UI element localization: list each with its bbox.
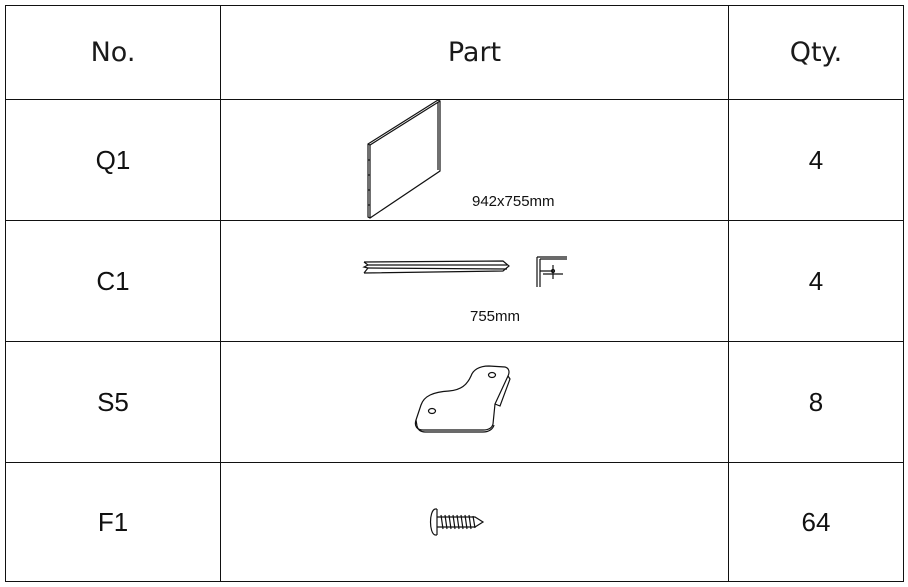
part-cell: 755mm: [220, 220, 729, 342]
part-cell: [220, 341, 729, 463]
header-part: Part: [220, 5, 729, 100]
part-quantity: 4: [728, 99, 904, 221]
table-row: C1: [5, 220, 904, 342]
table-row: F1: [5, 462, 904, 582]
part-number: F1: [5, 462, 221, 582]
table-row: Q1: [5, 99, 904, 221]
part-dimension: 942x755mm: [472, 193, 555, 210]
header-row: No. Part Qty.: [5, 5, 904, 100]
corner-post-icon: [362, 256, 567, 287]
part-number: C1: [5, 220, 221, 342]
part-quantity: 8: [728, 341, 904, 463]
part-quantity: 64: [728, 462, 904, 582]
part-quantity: 4: [728, 220, 904, 342]
header-no: No.: [5, 5, 221, 100]
bracket-icon: [414, 365, 511, 433]
part-dimension: 755mm: [470, 308, 521, 325]
header-qty: Qty.: [728, 5, 904, 100]
parts-table: No. Part Qty. Q1: [5, 5, 904, 582]
part-cell: 942x755mm: [220, 99, 729, 221]
screw-icon: [429, 508, 485, 536]
table-row: S5 8: [5, 341, 904, 463]
panel-icon: [367, 100, 441, 219]
part-cell: [220, 462, 729, 582]
part-number: S5: [5, 341, 221, 463]
part-number: Q1: [5, 99, 221, 221]
